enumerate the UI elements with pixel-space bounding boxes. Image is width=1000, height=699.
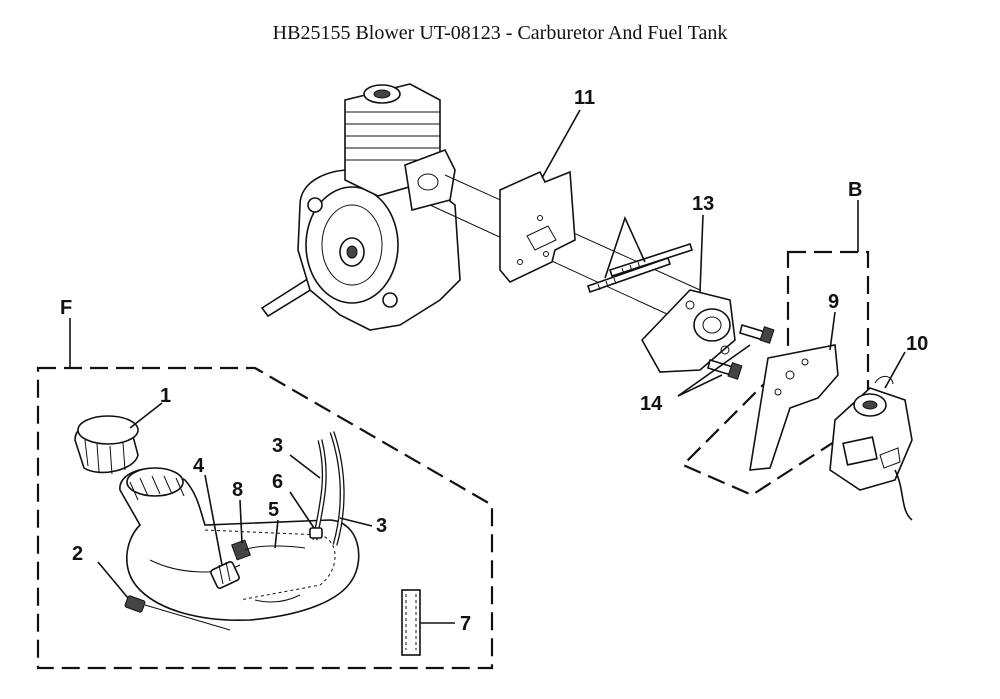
callout-3a: 3 — [272, 435, 283, 457]
callout-6: 6 — [272, 471, 283, 493]
callout-4: 4 — [193, 455, 205, 477]
callout-9: 9 — [828, 291, 839, 313]
page-title: HB25155 Blower UT-08123 - Carburetor And… — [272, 22, 728, 44]
callout-8: 8 — [232, 479, 243, 501]
callout-1: 1 — [160, 385, 171, 407]
callout-10: 10 — [906, 333, 928, 355]
gasket-11 — [499, 170, 576, 283]
callout-13: 13 — [692, 193, 714, 215]
grommet-8 — [231, 539, 251, 561]
engine-assembly — [260, 83, 461, 331]
carburetor-adapter-13 — [641, 289, 736, 373]
fuel-line-5 — [244, 545, 306, 551]
screws-14 — [707, 323, 775, 380]
carburetor-10 — [829, 375, 913, 521]
gasket-plate-9 — [749, 344, 839, 471]
intake-port — [404, 148, 456, 211]
callout-2: 2 — [72, 543, 83, 565]
foam-strip-7 — [401, 589, 421, 656]
clamp-6 — [309, 527, 323, 539]
group-label-f: F — [60, 297, 72, 319]
callout-5: 5 — [268, 499, 279, 521]
callout-14: 14 — [640, 393, 663, 415]
studs — [586, 242, 694, 294]
fuel-filter-4 — [210, 561, 240, 589]
vent-plug-2 — [124, 595, 146, 613]
group-label-b: B — [848, 179, 862, 201]
callout-11: 11 — [574, 87, 595, 109]
callout-7: 7 — [460, 613, 471, 635]
fuel-tank-group-outline — [36, 366, 494, 670]
callout-3b: 3 — [376, 515, 387, 537]
fuel-cap-1 — [74, 415, 139, 475]
